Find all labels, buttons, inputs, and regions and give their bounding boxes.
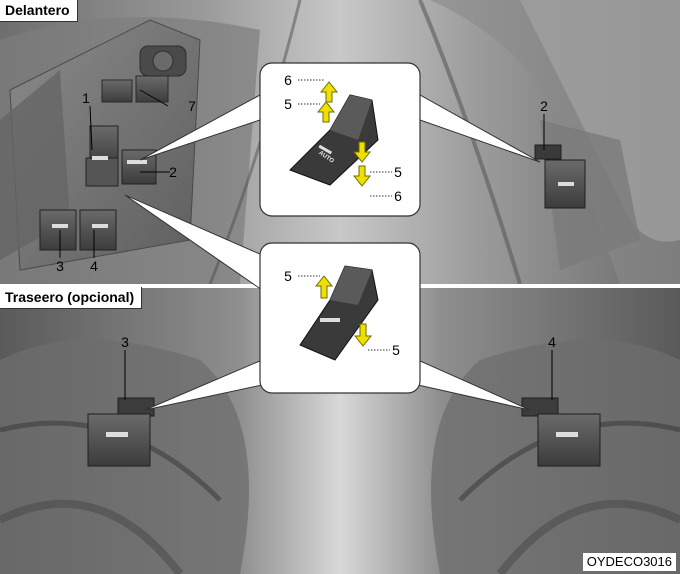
- callout-1: 1: [82, 90, 90, 106]
- front-section-title: Delantero: [0, 0, 78, 22]
- label-down-6: 6: [394, 188, 402, 204]
- label-down-5: 5: [394, 164, 402, 180]
- callout-4: 4: [90, 258, 98, 274]
- callout-2: 2: [169, 164, 177, 180]
- callout-right-2: 2: [540, 98, 548, 114]
- callout-7: 7: [188, 98, 196, 114]
- zoom-switch-rear: [299, 265, 379, 361]
- callout-rear-3: 3: [121, 334, 129, 350]
- callout-3: 3: [56, 258, 64, 274]
- callout-rear-4: 4: [548, 334, 556, 350]
- label-up-5: 5: [284, 96, 292, 112]
- figure-code: OYDECO3016: [582, 553, 676, 571]
- zoom-switch-front: AUTO: [289, 94, 379, 186]
- label-rear-down-5: 5: [392, 342, 400, 358]
- label-rear-up-5: 5: [284, 268, 292, 284]
- label-up-6: 6: [284, 72, 292, 88]
- rear-section-title: Traseero (opcional): [0, 287, 143, 309]
